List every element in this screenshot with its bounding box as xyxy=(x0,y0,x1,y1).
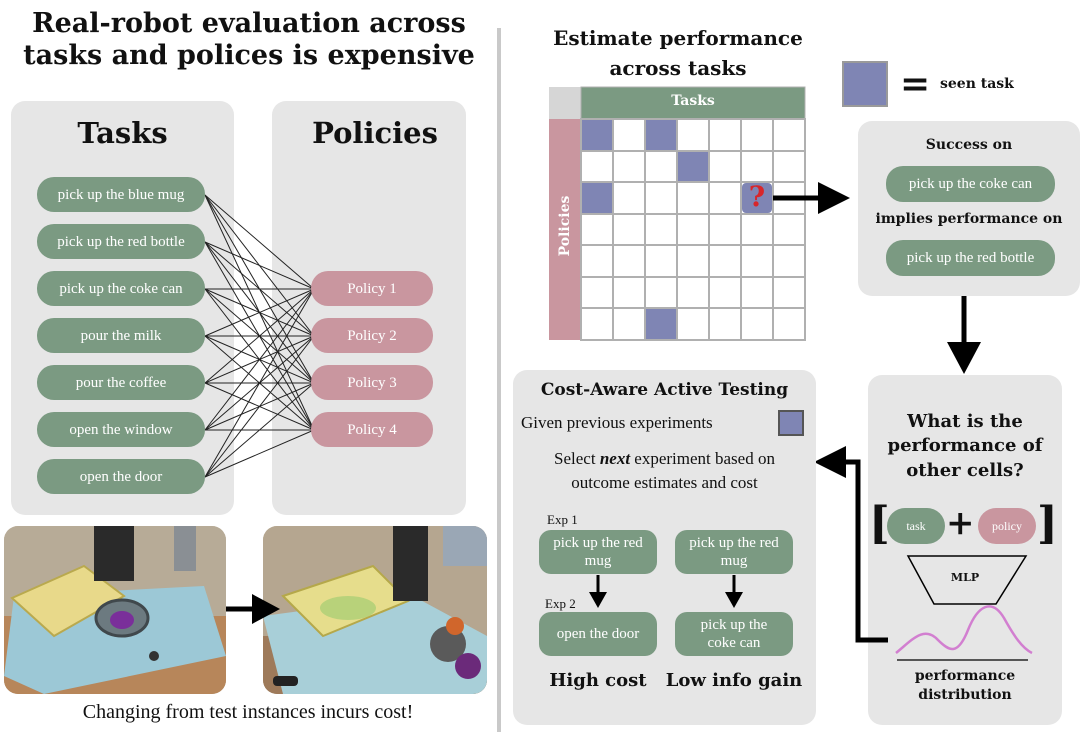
exp1-pill: pick up the red mug xyxy=(539,530,657,574)
given-swatch xyxy=(778,410,804,436)
policy-pill: Policy 2 xyxy=(311,318,433,353)
implies-text: implies performance on xyxy=(875,211,1063,227)
exp2-pill: open the door xyxy=(539,612,657,656)
task-embedding-pill: task xyxy=(887,508,945,544)
task-pill: open the door xyxy=(37,459,205,494)
exp1-label: Exp 1 xyxy=(547,512,578,527)
matrix-title-line1: Estimate performance xyxy=(553,26,803,50)
select-text: Select next experiment based on xyxy=(513,449,816,469)
task-pill: pour the coffee xyxy=(37,365,205,400)
tasks-heading: Tasks xyxy=(77,116,168,150)
distribution-label-1: performance xyxy=(914,668,1016,684)
performance-question: What is the performance of other cells? xyxy=(887,411,1043,481)
robot-photo-after xyxy=(263,526,487,694)
alt-exp1-pill: pick up the red mug xyxy=(675,530,793,574)
matrix-title-line2: across tasks xyxy=(609,56,747,80)
cost-aware-title: Cost-Aware Active Testing xyxy=(540,380,789,400)
task-pill: pick up the red bottle xyxy=(37,224,205,259)
task-pill: open the window xyxy=(37,412,205,447)
policy-pill: Policy 4 xyxy=(311,412,433,447)
high-cost-label: High cost xyxy=(549,670,647,691)
select-emphasis: next xyxy=(599,449,631,468)
legend-equals: = xyxy=(900,63,931,105)
policy-pill: Policy 3 xyxy=(311,365,433,400)
task-pill: pour the milk xyxy=(37,318,205,353)
photo-caption: Changing from test instances incurs cost… xyxy=(82,701,414,723)
policy-embedding-pill: policy xyxy=(978,508,1036,544)
question-mark: ? xyxy=(748,180,766,213)
performance-panel xyxy=(868,375,1062,725)
mlp-label: MLP xyxy=(950,571,980,584)
plus-sign: + xyxy=(946,503,975,543)
low-info-label: Low info gain xyxy=(665,670,803,691)
task-pill: pick up the blue mug xyxy=(37,177,205,212)
given-text: Given previous experiments xyxy=(521,413,713,432)
matrix-col-header: Tasks xyxy=(671,93,715,109)
robot-photo-before xyxy=(4,526,226,694)
bracket-open: [ xyxy=(869,498,890,549)
left-title: Real-robot evaluation across tasks and p… xyxy=(23,8,475,72)
legend-seen-task: seen task xyxy=(940,76,1014,92)
policies-heading: Policies xyxy=(312,116,438,150)
bracket-close: ] xyxy=(1037,498,1058,549)
task-pill: pick up the coke can xyxy=(37,271,205,306)
success-heading: Success on xyxy=(925,137,1013,153)
select-post: experiment based on xyxy=(630,449,775,468)
success-task-pill: pick up the coke can xyxy=(886,166,1055,202)
implied-task-pill: pick up the red bottle xyxy=(886,240,1055,276)
select-text-line2: outcome estimates and cost xyxy=(571,473,758,492)
divider xyxy=(497,28,501,732)
alt-exp2-pill: pick up the coke can xyxy=(675,612,793,656)
policy-pill: Policy 1 xyxy=(311,271,433,306)
distribution-label-2: distribution xyxy=(918,687,1012,703)
exp2-label: Exp 2 xyxy=(545,596,576,611)
select-pre: Select xyxy=(554,449,600,468)
